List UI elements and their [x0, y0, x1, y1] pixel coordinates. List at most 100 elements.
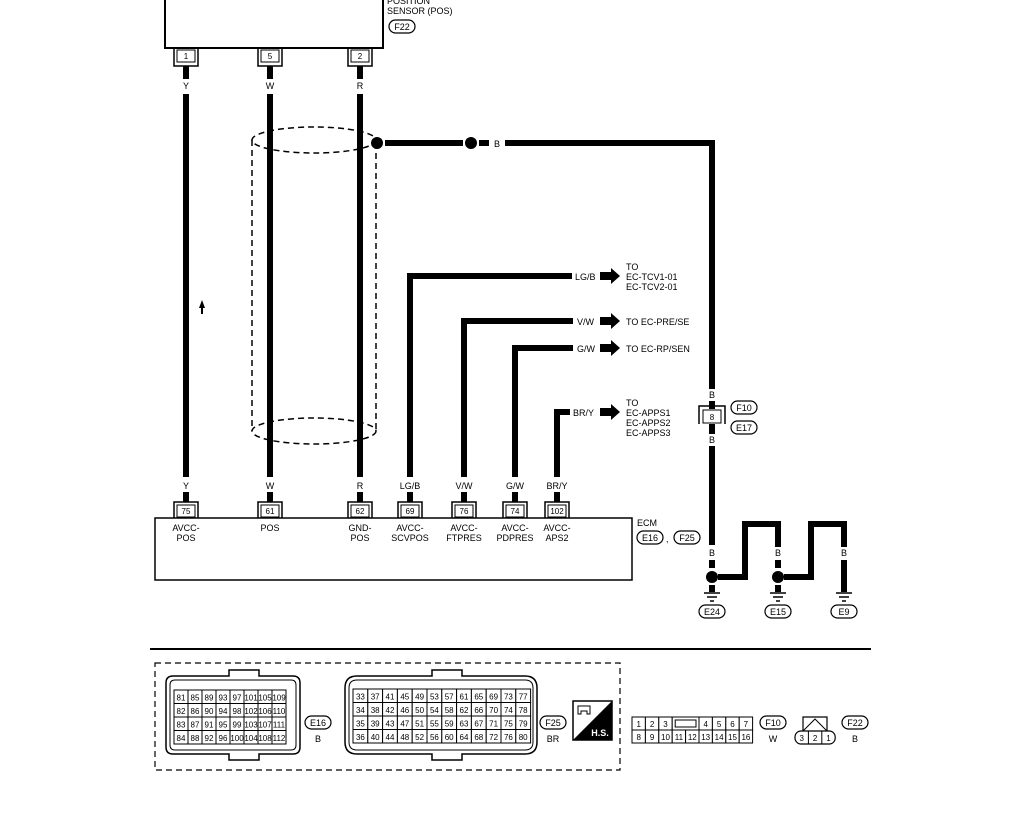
- connector-terminal: 8: [631, 729, 646, 744]
- sensor-connector-badge: F22: [388, 19, 416, 34]
- svg-text:66: 66: [474, 706, 483, 715]
- svg-text:97: 97: [233, 694, 242, 703]
- svg-text:33: 33: [356, 693, 365, 702]
- connector-terminal: 4: [698, 716, 713, 731]
- ecm-pin-name: AVCC-: [543, 523, 570, 533]
- ecm-pin-number: 74: [511, 507, 520, 516]
- wire-color-label: BR/Y: [573, 408, 594, 418]
- svg-text:3: 3: [663, 720, 668, 729]
- connector-terminal: 13: [698, 729, 713, 744]
- wire-color-label: B: [709, 435, 715, 445]
- svg-text:55: 55: [430, 720, 439, 729]
- connector-terminal: 38: [367, 702, 384, 717]
- svg-text:75: 75: [504, 720, 513, 729]
- connector-terminal: 5: [711, 716, 727, 731]
- arrow-right-icon: [600, 268, 620, 284]
- connector-terminal: 107: [257, 716, 273, 731]
- connector-terminal: 88: [187, 730, 203, 745]
- branch-vw: V/W TO EC-PRE/SE: [461, 313, 689, 477]
- connector-terminal: 50: [411, 702, 428, 717]
- svg-text:,: ,: [666, 534, 669, 544]
- connector-terminal: 71: [485, 715, 502, 730]
- ecm-pin-name: POS: [350, 533, 369, 543]
- connector-terminal: 106: [257, 703, 273, 718]
- connector-terminal: 9: [644, 729, 660, 744]
- ecm-pin-number: 62: [356, 507, 365, 516]
- svg-text:44: 44: [386, 733, 395, 742]
- svg-text:61: 61: [460, 693, 469, 702]
- connector-terminal: 93: [215, 689, 231, 704]
- connector-terminal: 66: [470, 702, 487, 717]
- svg-text:102: 102: [244, 707, 258, 716]
- branch-gw: G/W TO EC-RP/SEN: [512, 340, 690, 477]
- wire-color-label: B: [841, 548, 847, 558]
- branch-lgb: LG/B TO EC-TCV1-01 EC-TCV2-01: [407, 262, 678, 477]
- sensor-name-line-1: POSITION: [387, 0, 430, 6]
- wire-color-label: W: [266, 81, 275, 91]
- svg-text:54: 54: [430, 706, 439, 715]
- svg-text:80: 80: [519, 733, 528, 742]
- svg-text:13: 13: [701, 733, 710, 742]
- svg-text:62: 62: [460, 706, 469, 715]
- svg-text:7: 7: [744, 720, 749, 729]
- svg-text:EC-APPS2: EC-APPS2: [626, 418, 671, 428]
- svg-text:3: 3: [799, 734, 804, 743]
- wire-color-label: B: [808, 548, 814, 558]
- connector-terminal: 62: [456, 702, 472, 717]
- ecm-pin-name: PDPRES: [496, 533, 533, 543]
- connector-terminal: 91: [201, 716, 217, 731]
- ecm-pin-name: APS2: [545, 533, 568, 543]
- connector-terminal: 99: [229, 716, 245, 731]
- connector-icon: [577, 705, 591, 715]
- svg-text:E16: E16: [642, 533, 658, 543]
- svg-text:69: 69: [489, 693, 498, 702]
- connector-terminal: 11: [671, 729, 687, 744]
- svg-text:109: 109: [272, 694, 286, 703]
- connector-terminal: 103: [243, 716, 259, 731]
- connector-terminal: 77: [515, 688, 532, 703]
- svg-text:104: 104: [244, 734, 258, 743]
- svg-text:E15: E15: [770, 607, 786, 617]
- connector-terminal: 7: [738, 716, 754, 731]
- svg-text:82: 82: [177, 707, 186, 716]
- svg-text:73: 73: [504, 693, 513, 702]
- ground-network: B B B B B: [706, 521, 847, 592]
- connector-terminal: 75: [500, 715, 517, 730]
- cursor-icon: [199, 300, 205, 314]
- svg-text:15: 15: [728, 733, 737, 742]
- svg-text:83: 83: [177, 721, 186, 730]
- svg-text:50: 50: [415, 706, 424, 715]
- connector-terminal: 70: [485, 702, 502, 717]
- connector-terminal: 2: [807, 731, 818, 744]
- connector-terminal: 84: [173, 730, 189, 745]
- svg-text:E17: E17: [736, 423, 752, 433]
- junction-badge-f10: F10: [730, 400, 758, 415]
- connector-terminal: 87: [187, 716, 203, 731]
- ecm-pin-number: 69: [406, 507, 415, 516]
- connector-terminal: 16: [738, 729, 754, 744]
- svg-text:E9: E9: [838, 607, 849, 617]
- svg-text:65: 65: [474, 693, 483, 702]
- ecm-pin-name: AVCC-: [172, 523, 199, 533]
- connector-terminal: 41: [382, 688, 398, 703]
- connector-terminal: 15: [725, 729, 740, 744]
- connector-terminal: 40: [367, 729, 384, 744]
- connector-terminal: 89: [201, 689, 217, 704]
- connector-terminal: 57: [441, 688, 458, 703]
- svg-text:9: 9: [650, 733, 655, 742]
- connector-terminal: 80: [515, 729, 532, 744]
- svg-text:98: 98: [233, 707, 242, 716]
- svg-text:38: 38: [371, 706, 380, 715]
- connector-terminal: 94: [215, 703, 231, 718]
- wire-color-label: BR/Y: [546, 481, 567, 491]
- connector-terminal: 14: [711, 729, 727, 744]
- wire-color-label: Y: [183, 481, 189, 491]
- connector-terminal: 63: [456, 715, 472, 730]
- connector-terminal: 36: [352, 729, 369, 744]
- connector-terminal: 67: [470, 715, 487, 730]
- connector-terminal: 42: [382, 702, 398, 717]
- connector-terminal: 2: [644, 716, 660, 731]
